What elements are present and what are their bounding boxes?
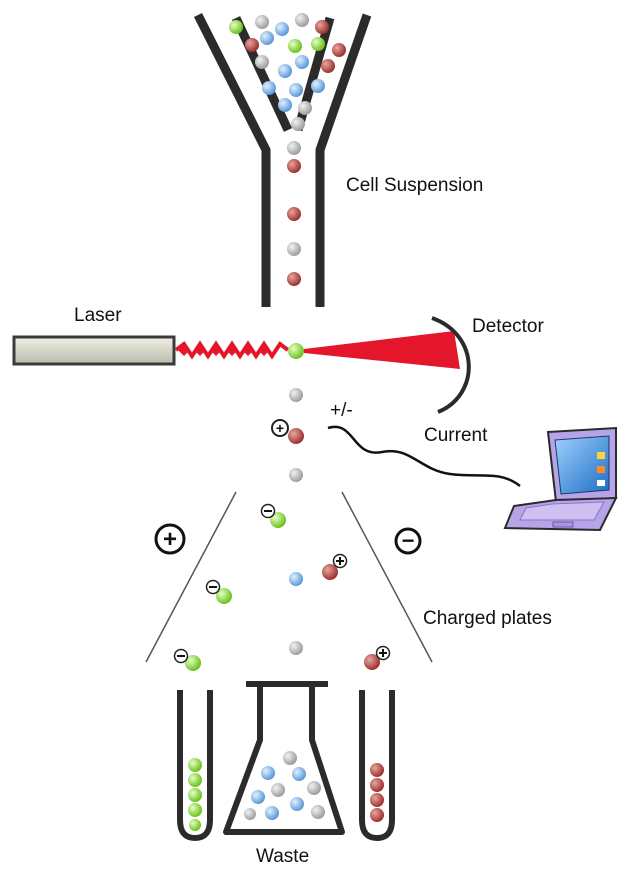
droplet-uncharged (289, 468, 303, 482)
red-cells-collected (370, 763, 384, 822)
funnel-nozzle (193, 12, 372, 307)
charged-plate-right (341, 491, 433, 663)
charging-droplet (288, 428, 304, 444)
plus-charge-badge (271, 419, 289, 437)
negative-droplet (173, 648, 201, 671)
waste-cells (244, 751, 325, 820)
positive-droplet (364, 645, 391, 670)
laser-device (12, 335, 176, 366)
interrogated-cell (288, 343, 304, 359)
current-label: Current (424, 425, 488, 446)
droplet-uncharged (289, 388, 303, 402)
waste-label: Waste (256, 846, 309, 867)
positive-droplet (322, 553, 348, 580)
plus-plate-icon (154, 523, 186, 555)
plus-charge-sign: + (276, 420, 284, 436)
right-collection-tube (359, 690, 395, 842)
green-cells-collected (188, 758, 202, 831)
plus-plate-sign: + (163, 526, 177, 553)
funnel-cells (229, 13, 346, 286)
laser-label: Laser (74, 305, 122, 326)
droplet-uncharged (289, 572, 303, 586)
cell-suspension-label: Cell Suspension (346, 175, 483, 196)
detector-dish (431, 316, 471, 414)
left-collection-tube (177, 690, 213, 842)
charge-label: +/- (330, 400, 353, 421)
waste-flask (223, 681, 345, 835)
detector-label: Detector (472, 316, 544, 337)
laptop-icon (503, 426, 618, 532)
droplet-uncharged (289, 641, 303, 655)
laser-zigzag-marks (178, 344, 270, 356)
minus-plate-sign: − (402, 528, 415, 553)
negative-droplet (205, 579, 232, 604)
current-wire (327, 425, 521, 487)
scattered-light-beam (304, 331, 460, 369)
charged-plates-label: Charged plates (423, 608, 552, 629)
negative-droplet (260, 503, 286, 528)
minus-plate-icon (394, 527, 422, 555)
charged-plate-left (145, 491, 237, 663)
